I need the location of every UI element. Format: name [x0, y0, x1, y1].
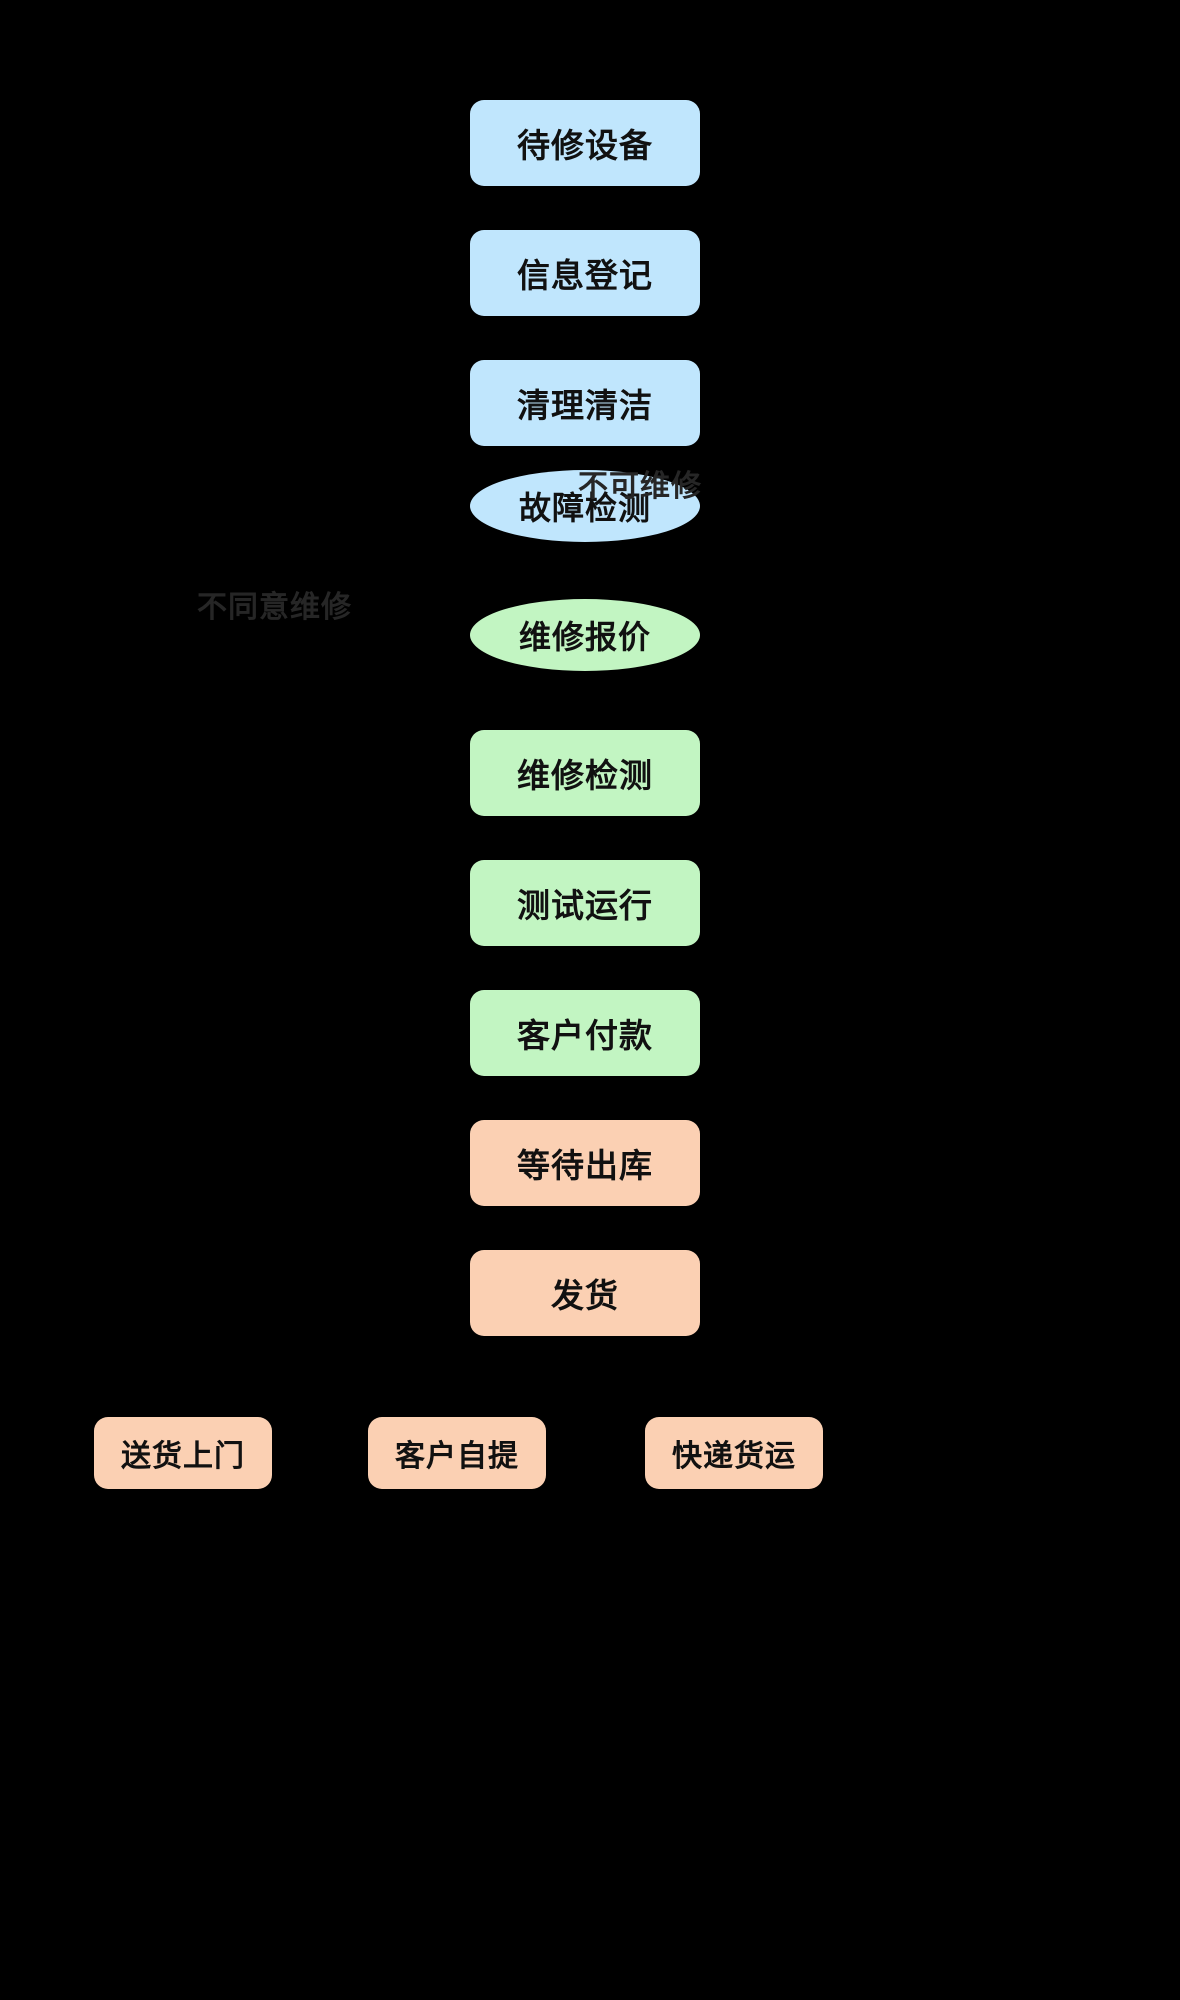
flow-node-n10[interactable]: 发货 — [470, 1250, 700, 1336]
flow-node-n9[interactable]: 等待出库 — [470, 1120, 700, 1206]
flow-node-n8[interactable]: 客户付款 — [470, 990, 700, 1076]
flow-node-n11[interactable]: 送货上门 — [94, 1417, 272, 1489]
flow-node-n5[interactable]: 维修报价 — [470, 599, 700, 671]
flow-node-n13[interactable]: 快递货运 — [645, 1417, 823, 1489]
flow-node-n2[interactable]: 信息登记 — [470, 230, 700, 316]
flow-node-n3[interactable]: 清理清洁 — [470, 360, 700, 446]
flow-node-n6[interactable]: 维修检测 — [470, 730, 700, 816]
edge-label-e1: 不可维修 — [578, 470, 702, 503]
flow-node-n1[interactable]: 待修设备 — [470, 100, 700, 186]
flow-node-n12[interactable]: 客户自提 — [368, 1417, 546, 1489]
flow-node-n7[interactable]: 测试运行 — [470, 860, 700, 946]
edge-label-e2: 不同意维修 — [197, 591, 352, 624]
flow-node-n4[interactable]: 故障检测 — [470, 470, 700, 542]
